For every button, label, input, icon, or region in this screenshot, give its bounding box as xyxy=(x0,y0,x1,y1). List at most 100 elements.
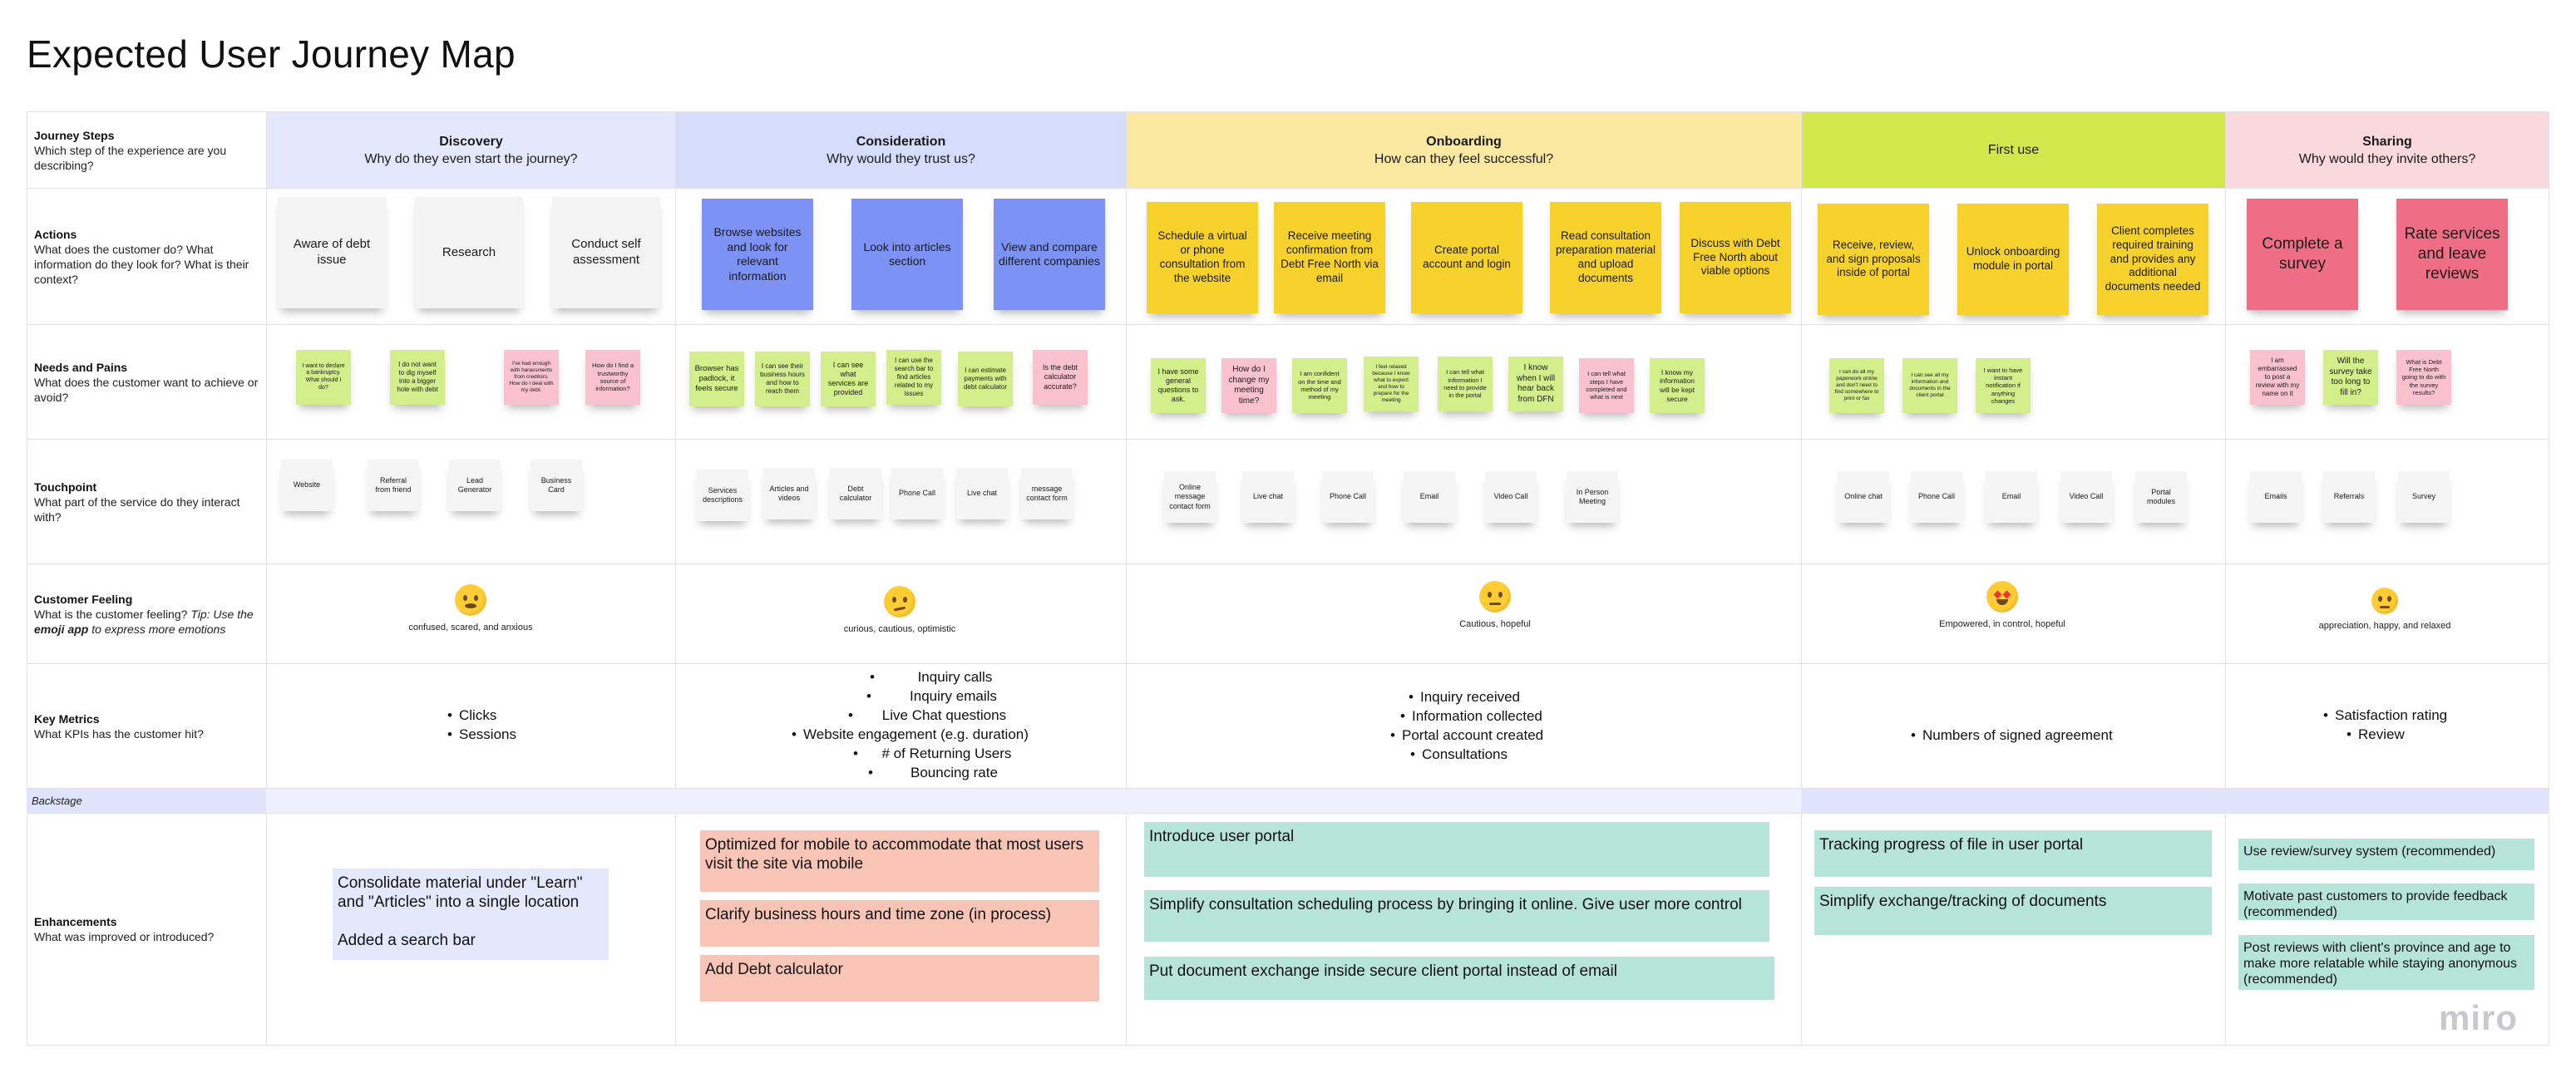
row-subtitle: What part of the service do they interac… xyxy=(34,495,240,524)
sticky-note[interactable]: I know my information will be kept secur… xyxy=(1650,358,1705,413)
sticky-note[interactable]: I can do all my paperwork online and don… xyxy=(1829,358,1884,413)
sticky-note[interactable]: Schedule a virtual or phone consultation… xyxy=(1147,202,1258,313)
sticky-note[interactable]: Conduct self assessment xyxy=(552,197,660,308)
sticky-note[interactable]: Client completes required training and p… xyxy=(2097,204,2208,315)
metric-item: Website engagement (e.g. duration) xyxy=(792,725,1029,744)
sticky-note[interactable]: Live chat xyxy=(1242,471,1294,523)
sticky-note[interactable]: Browse websites and look for relevant in… xyxy=(702,199,813,310)
sticky-note[interactable]: Complete a survey xyxy=(2247,199,2358,310)
sticky-note[interactable]: Lead Generator xyxy=(449,460,501,511)
sticky-note[interactable]: I know when I will hear back from DFN xyxy=(1508,357,1563,411)
sticky-note[interactable]: I've had enough with harassments from cr… xyxy=(504,350,559,405)
enhancement-note[interactable]: Optimized for mobile to accommodate that… xyxy=(700,830,1099,892)
sticky-note[interactable]: In Person Meeting xyxy=(1567,471,1618,523)
sticky-note[interactable]: I am confident on the time and method of… xyxy=(1292,358,1347,413)
enhancement-text: Consolidate material under "Learn" and "… xyxy=(338,874,583,911)
sticky-note[interactable]: Survey xyxy=(2398,471,2450,523)
sticky-note[interactable]: Phone Call xyxy=(1911,471,1962,523)
sticky-note[interactable]: I want to declare a bankruptcy. What sho… xyxy=(296,350,351,405)
sticky-note[interactable]: I can estimate payments with debt calcul… xyxy=(958,352,1013,406)
enhancement-note[interactable]: Tracking progress of file in user portal xyxy=(1814,830,2212,877)
phase-consideration[interactable]: Consideration Why would they trust us? xyxy=(675,112,1126,188)
metric-item: Consultations xyxy=(1410,745,1543,764)
sticky-note[interactable]: Discuss with Debt Free North about viabl… xyxy=(1680,202,1791,313)
metric-item: Satisfaction rating xyxy=(2323,706,2447,725)
sticky-note[interactable]: Online chat xyxy=(1838,471,1889,523)
sticky-note[interactable]: Will the survey take too long to fill in… xyxy=(2323,350,2378,405)
sticky-note[interactable]: Portal modules xyxy=(2135,471,2187,523)
sticky-note[interactable]: Email xyxy=(1986,471,2037,523)
sticky-note[interactable]: I want to have instant notification if a… xyxy=(1976,358,2031,413)
sticky-note[interactable]: Referrals xyxy=(2323,471,2375,523)
enhancement-note[interactable]: Consolidate material under "Learn" and "… xyxy=(333,869,609,960)
sticky-note[interactable]: I can see what services are provided xyxy=(821,352,876,406)
enhancement-note[interactable]: Introduce user portal xyxy=(1144,822,1769,877)
phase-title: Discovery xyxy=(439,134,503,149)
sticky-note[interactable]: Research xyxy=(415,197,523,308)
sticky-note[interactable]: I can see their business hours and how t… xyxy=(755,352,810,406)
metrics-sharing: Satisfaction rating Review xyxy=(2323,706,2447,744)
enhancement-note[interactable]: Simplify exchange/tracking of documents xyxy=(1814,887,2212,935)
cell xyxy=(266,814,675,1045)
cell xyxy=(266,440,675,564)
enhancement-text: Added a search bar xyxy=(338,932,476,949)
row-label: Needs and Pains What does the customer w… xyxy=(27,325,266,439)
thinking-emoji-icon xyxy=(884,586,915,618)
sticky-note[interactable]: message contact form xyxy=(1021,468,1073,519)
enhancement-note[interactable]: Post reviews with client's province and … xyxy=(2238,935,2534,990)
sticky-note[interactable]: Video Call xyxy=(2060,471,2112,523)
cell xyxy=(1126,814,1801,1045)
sticky-note[interactable]: Articles and videos xyxy=(763,468,815,519)
sticky-note[interactable]: Video Call xyxy=(1485,471,1537,523)
sticky-note[interactable]: Business Card xyxy=(530,460,582,511)
sticky-note[interactable]: I can tell what steps I have completed a… xyxy=(1579,358,1634,413)
sticky-note[interactable]: Phone Call xyxy=(1322,471,1374,523)
sticky-note[interactable]: How do I change my meeting time? xyxy=(1221,358,1276,413)
sticky-note[interactable]: Read consultation preparation material a… xyxy=(1550,202,1661,313)
row-enhancements: Enhancements What was improved or introd… xyxy=(27,813,2549,1046)
sticky-note[interactable]: Services descriptions xyxy=(697,470,748,521)
sticky-note[interactable]: I can see all my information and documen… xyxy=(1902,358,1957,413)
sticky-note[interactable]: Phone Call xyxy=(891,468,943,519)
sticky-note[interactable]: Rate services and leave reviews xyxy=(2396,199,2508,310)
sticky-note[interactable]: Look into articles section xyxy=(851,199,963,310)
sticky-note[interactable]: Unlock onboarding module in portal xyxy=(1957,204,2069,315)
enhancement-note[interactable]: Motivate past customers to provide feedb… xyxy=(2238,884,2534,920)
phase-sharing[interactable]: Sharing Why would they invite others? xyxy=(2225,112,2549,188)
sticky-note[interactable]: I can use the search bar to find article… xyxy=(886,350,941,405)
sticky-note[interactable]: Receive, review, and sign proposals insi… xyxy=(1818,204,1929,315)
sticky-note[interactable]: Email xyxy=(1404,471,1455,523)
row-journey-steps: Journey Steps Which step of the experien… xyxy=(27,111,2549,188)
sticky-note[interactable]: Create portal account and login xyxy=(1411,202,1522,313)
enhancement-note[interactable]: Simplify consultation scheduling process… xyxy=(1144,890,1769,942)
sticky-note[interactable]: Is the debt calculator accurate? xyxy=(1033,350,1088,405)
sticky-note[interactable]: Online message contact form xyxy=(1164,471,1216,523)
sticky-note[interactable]: I do not want to dig myself into a bigge… xyxy=(390,350,445,405)
phase-discovery[interactable]: Discovery Why do they even start the jou… xyxy=(266,112,675,188)
row-label: Journey Steps Which step of the experien… xyxy=(27,112,266,188)
enhancement-note[interactable]: Use review/survey system (recommended) xyxy=(2238,839,2534,870)
sticky-note[interactable]: I feel relaxed because I know what to ex… xyxy=(1364,357,1419,411)
sticky-note[interactable]: Debt calculator xyxy=(830,468,881,519)
sticky-note[interactable]: Emails xyxy=(2250,471,2302,523)
sticky-note[interactable]: Browser has padlock, it feels secure xyxy=(689,352,744,406)
sticky-note[interactable]: View and compare different companies xyxy=(994,199,1105,310)
sticky-note[interactable]: Live chat xyxy=(956,468,1008,519)
phase-onboarding[interactable]: Onboarding How can they feel successful? xyxy=(1126,112,1801,188)
sticky-note[interactable]: Aware of debt issue xyxy=(278,197,386,308)
enhancement-note[interactable]: Clarify business hours and time zone (in… xyxy=(700,900,1099,947)
sticky-note[interactable]: Referral from friend xyxy=(368,460,419,511)
backstage-label-bg xyxy=(27,789,266,813)
sticky-note[interactable]: Website xyxy=(281,460,333,511)
sticky-note[interactable]: I have some general questions to ask. xyxy=(1151,358,1206,413)
sticky-note[interactable]: What is Debt Free North going to do with… xyxy=(2396,350,2451,405)
cell xyxy=(2225,664,2549,788)
sticky-note[interactable]: I am embarrassed to post a review with m… xyxy=(2250,350,2305,405)
enhancement-note[interactable]: Add Debt calculator xyxy=(700,955,1099,1002)
enhancement-note[interactable]: Put document exchange inside secure clie… xyxy=(1144,957,1774,1000)
sticky-note[interactable]: I can tell what information I need to pr… xyxy=(1438,357,1493,411)
sticky-note[interactable]: How do I find a trustworthy source of in… xyxy=(585,350,640,405)
metric-item: Review xyxy=(2347,725,2447,744)
sticky-note[interactable]: Receive meeting confirmation from Debt F… xyxy=(1274,202,1385,313)
phase-first-use[interactable]: First use xyxy=(1801,112,2225,188)
